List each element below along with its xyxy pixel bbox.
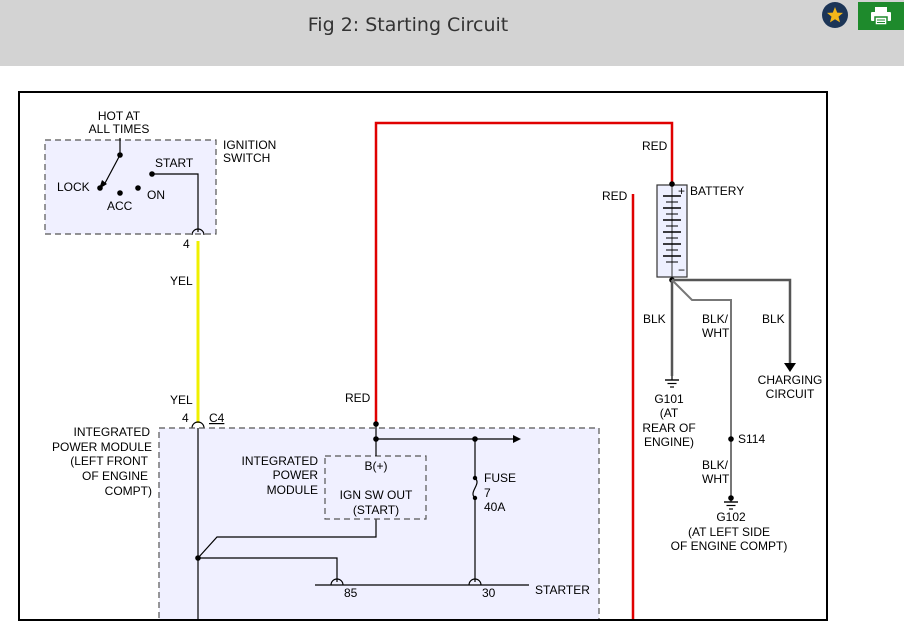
g102-ground-symbol: [724, 498, 738, 510]
ignition-label: IGNITION: [223, 138, 276, 152]
ign-out-line: [197, 519, 377, 559]
blk-left-label: BLK: [643, 312, 666, 326]
battery: + − BATTERY: [656, 184, 744, 278]
ignition-switch: HOT AT ALL TIMES IGNITION SWITCH LOCK AC…: [44, 109, 276, 251]
blk-wire-charging: [672, 278, 792, 364]
red-wire-main: [374, 121, 674, 424]
relay-30-label: 30: [482, 586, 496, 600]
acc-contact: [117, 190, 123, 196]
start-label: START: [155, 156, 194, 170]
ipm-outer-line5: COMPT): [105, 484, 152, 498]
g101-line3: ENGINE): [644, 435, 694, 449]
integrated-power-module: INTEGRATED POWER MODULE (LEFT FRONT OF E…: [52, 421, 600, 619]
ipm-inner-box: [324, 455, 427, 520]
blk-wht-wire: [671, 279, 732, 498]
bus-arrow: [513, 435, 521, 443]
relay-85-label: 85: [344, 586, 358, 600]
blk-wht-lower-2: WHT: [702, 472, 730, 486]
g102-line1: (AT LEFT SIDE: [688, 525, 770, 539]
red-top-label: RED: [642, 139, 668, 153]
print-button[interactable]: [858, 2, 904, 30]
blk-right-label: BLK: [762, 312, 785, 326]
star-icon: [827, 7, 843, 23]
g101-line2: REAR OF: [642, 421, 695, 435]
c4-label: C4: [209, 411, 225, 425]
favorite-button[interactable]: [822, 2, 848, 28]
switch-pin-connector: [191, 228, 205, 236]
fuse-number: 7: [484, 486, 491, 500]
yel-lower-label: YEL: [170, 393, 193, 407]
starter-relay-label: STARTER: [535, 583, 590, 597]
hot-at-label: HOT AT: [98, 109, 141, 123]
charging-line2: CIRCUIT: [766, 387, 815, 401]
ignition-switch-box: [44, 139, 217, 235]
ipm-inner-line2: POWER: [273, 468, 319, 482]
ipm-outer-line4: OF ENGINE: [82, 469, 148, 483]
s114-splice: [728, 436, 734, 442]
battery-label: BATTERY: [690, 184, 744, 198]
blk-wht-label-2: WHT: [702, 326, 730, 340]
start-out-label: (START): [353, 503, 399, 517]
c4-connector: [191, 421, 205, 429]
lock-contact: [97, 185, 103, 191]
on-contact: [135, 185, 141, 191]
red-battery-label: RED: [602, 189, 628, 203]
ign-sw-out-label: IGN SW OUT: [340, 488, 413, 502]
charging-line1: CHARGING: [758, 373, 823, 387]
g101-label: G101: [654, 392, 684, 406]
switch-label: SWITCH: [223, 151, 270, 165]
blk-wht-lower-1: BLK/: [702, 458, 729, 472]
red-ipm-label: RED: [345, 391, 371, 405]
battery-positive-node: [669, 181, 675, 187]
header-bar: Fig 2: Starting Circuit: [0, 0, 904, 66]
on-label: ON: [147, 188, 165, 202]
c4-pin-label: 4: [182, 411, 189, 425]
relay-85-pin: [330, 578, 344, 586]
yel-upper-label: YEL: [170, 274, 193, 288]
fuse-label: FUSE: [484, 471, 516, 485]
battery-minus: −: [678, 263, 685, 277]
printer-icon: [871, 7, 891, 26]
switch-arm: [103, 154, 121, 186]
fuse-rating: 40A: [484, 500, 505, 514]
s114-label: S114: [738, 432, 765, 446]
g102-line2: OF ENGINE COMPT): [671, 539, 788, 553]
g102-label: G102: [716, 510, 746, 524]
start-output-line: [152, 173, 199, 232]
page-title: Fig 2: Starting Circuit: [307, 14, 509, 36]
relay-30-pin: [468, 578, 482, 586]
ipm-inner-line1: INTEGRATED: [242, 454, 319, 468]
ipm-inner-line3: MODULE: [267, 483, 318, 497]
g101-line1: (AT: [660, 406, 679, 420]
ipm-outer-line1: INTEGRATED: [74, 425, 151, 439]
battery-plus: +: [678, 184, 685, 198]
relay-85-feed: [198, 557, 338, 582]
diagram-canvas: HOT AT ALL TIMES IGNITION SWITCH LOCK AC…: [44, 109, 823, 619]
all-times-label: ALL TIMES: [89, 122, 150, 136]
switch-pin-label: 4: [183, 237, 190, 251]
acc-label: ACC: [107, 199, 133, 213]
b-plus-label: B(+): [364, 459, 387, 473]
g101-ground-symbol: [665, 376, 679, 388]
ipm-outer-line3: (LEFT FRONT: [70, 454, 148, 468]
lock-label: LOCK: [57, 180, 90, 194]
wiring-diagram: HOT AT ALL TIMES IGNITION SWITCH LOCK AC…: [18, 91, 828, 621]
ipm-outer-line2: POWER MODULE: [52, 440, 152, 454]
charging-arrow: [784, 363, 796, 372]
blk-wht-label-1: BLK/: [702, 312, 729, 326]
